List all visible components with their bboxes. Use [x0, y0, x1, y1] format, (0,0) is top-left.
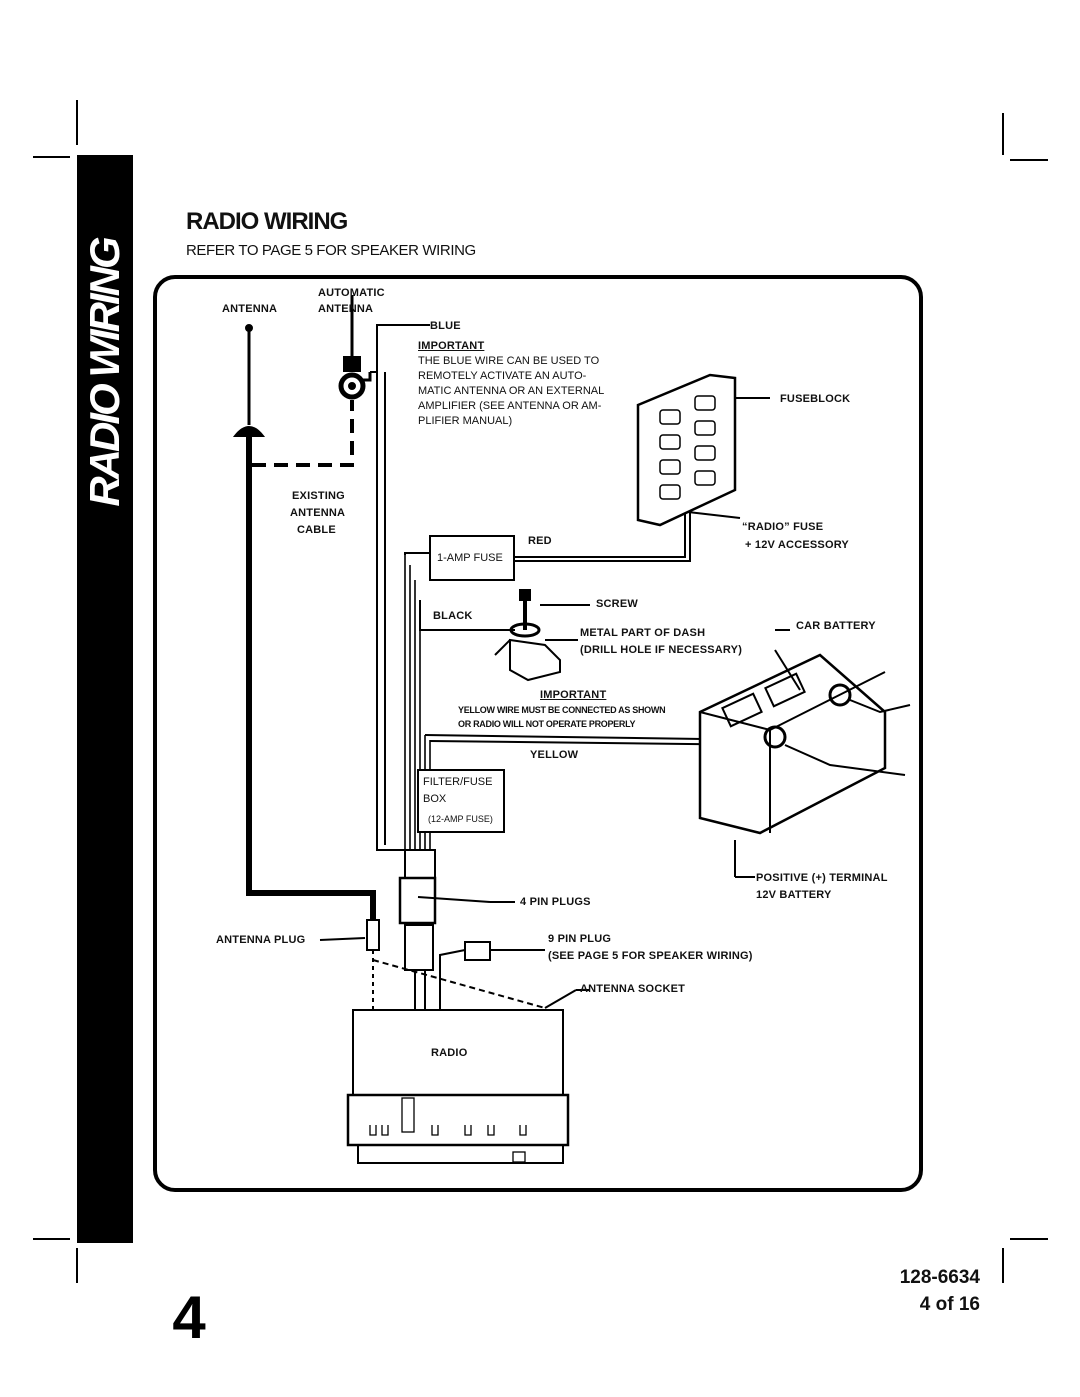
screw-label: SCREW [596, 598, 638, 610]
important-text-1-line3: MATIC ANTENNA OR AN EXTERNAL [418, 385, 605, 397]
page-subtitle: REFER TO PAGE 5 FOR SPEAKER WIRING [186, 242, 476, 259]
important-text-1-line1: THE BLUE WIRE CAN BE USED TO [418, 355, 600, 367]
blue-wire-label: BLUE [430, 320, 461, 332]
see-page-5-label: (SEE PAGE 5 FOR SPEAKER WIRING) [548, 950, 753, 962]
radio-fuse-label: “RADIO” FUSE [742, 521, 824, 533]
important-text-1-line2: REMOTELY ACTIVATE AN AUTO- [418, 370, 587, 382]
red-wire-label: RED [528, 535, 552, 547]
important-heading-2: IMPORTANT [540, 689, 607, 701]
important-text-1-line5: PLIFIER MANUAL) [418, 415, 513, 427]
antenna-plug-label: ANTENNA PLUG [216, 934, 306, 946]
car-battery-label: CAR BATTERY [796, 620, 876, 632]
existing-antenna-cable-line3: CABLE [297, 524, 336, 536]
page-title: RADIO WIRING [186, 208, 348, 235]
important-text-1-line4: AMPLIFIER (SEE ANTENNA OR AM- [418, 400, 602, 412]
antenna-socket-label: ANTENNA SOCKET [580, 983, 686, 995]
existing-antenna-cable-line1: EXISTING [292, 490, 345, 502]
important-text-2-line2: OR RADIO WILL NOT OPERATE PROPERLY [458, 719, 636, 729]
diagram-frame [153, 275, 923, 1192]
metal-part-label: METAL PART OF DASH [580, 627, 706, 639]
filter-box-line1: FILTER/FUSE [423, 776, 493, 788]
page-number: 4 [169, 1283, 209, 1353]
important-heading-1: IMPORTANT [418, 340, 485, 352]
automatic-antenna-label-line2: ANTENNA [318, 303, 374, 315]
drill-hole-label: (DRILL HOLE IF NECESSARY) [580, 644, 743, 656]
existing-antenna-cable-line2: ANTENNA [290, 507, 346, 519]
page-of-label: 4 of 16 [919, 1294, 980, 1315]
automatic-antenna-label-line1: AUTOMATIC [318, 287, 385, 299]
filter-box-line2: BOX [423, 793, 447, 805]
sidebar-tab: RADIO WIRING 4 [77, 155, 209, 1353]
fuseblock-label: FUSEBLOCK [780, 393, 851, 405]
positive-terminal-label: POSITIVE (+) TERMINAL [756, 872, 888, 884]
amp-fuse-label: 1-AMP FUSE [437, 552, 503, 564]
nine-pin-plug-label: 9 PIN PLUG [548, 933, 612, 945]
four-pin-plugs-label: 4 PIN PLUGS [520, 896, 591, 908]
important-text-2-line1: YELLOW WIRE MUST BE CONNECTED AS SHOWN [458, 705, 666, 715]
document-number: 128-6634 [899, 1267, 980, 1288]
yellow-wire-label: YELLOW [530, 749, 579, 761]
battery-12v-label: 12V BATTERY [756, 889, 832, 901]
black-wire-label: BLACK [433, 610, 473, 622]
filter-box-line3: (12-AMP FUSE) [428, 814, 493, 824]
antenna-label: ANTENNA [222, 303, 278, 315]
radio-label: RADIO [431, 1047, 468, 1059]
accessory-label: + 12V ACCESSORY [745, 539, 849, 551]
